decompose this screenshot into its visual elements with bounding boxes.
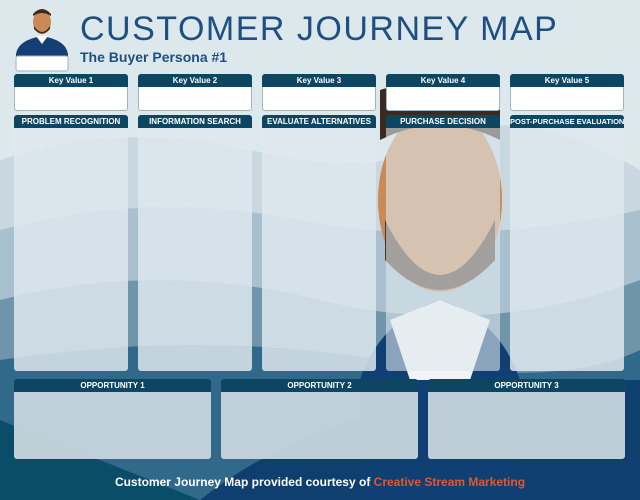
opportunity-notes[interactable] [14, 392, 211, 459]
key-value-field[interactable] [262, 87, 376, 111]
key-value-card-3: Key Value 3 [262, 74, 376, 111]
key-value-label: Key Value 3 [262, 74, 376, 87]
stage-column-5: POST-PURCHASE EVALUATION [510, 115, 624, 371]
persona-subtitle: The Buyer Persona #1 [80, 49, 228, 65]
stage-column-2: INFORMATION SEARCH [138, 115, 252, 371]
key-value-label: Key Value 5 [510, 74, 624, 87]
key-value-label: Key Value 1 [14, 74, 128, 87]
stage-label: PURCHASE DECISION [386, 115, 500, 128]
opportunity-label: OPPORTUNITY 1 [14, 379, 211, 392]
key-value-card-5: Key Value 5 [510, 74, 624, 111]
stage-notes[interactable] [14, 128, 128, 371]
opportunity-label: OPPORTUNITY 3 [428, 379, 625, 392]
brand-link[interactable]: Creative Stream Marketing [373, 475, 526, 489]
stage-notes[interactable] [386, 128, 500, 371]
key-value-label: Key Value 4 [386, 74, 500, 87]
footer-text: Customer Journey Map provided courtesy o… [114, 475, 374, 489]
opportunity-card-3: OPPORTUNITY 3 [428, 379, 625, 459]
stage-notes[interactable] [138, 128, 252, 371]
stage-label: INFORMATION SEARCH [138, 115, 252, 128]
key-value-field[interactable] [138, 87, 252, 111]
page-title: CUSTOMER JOURNEY MAP [80, 10, 559, 48]
stage-column-1: PROBLEM RECOGNITION [14, 115, 128, 371]
stage-column-4: PURCHASE DECISION [386, 115, 500, 371]
stage-label: EVALUATE ALTERNATIVES [262, 115, 376, 128]
key-value-field[interactable] [14, 87, 128, 111]
stage-notes[interactable] [262, 128, 376, 371]
opportunity-notes[interactable] [428, 392, 625, 459]
key-value-card-2: Key Value 2 [138, 74, 252, 111]
key-value-label: Key Value 2 [138, 74, 252, 87]
opportunity-card-2: OPPORTUNITY 2 [221, 379, 418, 459]
stage-column-3: EVALUATE ALTERNATIVES [262, 115, 376, 371]
opportunity-card-1: OPPORTUNITY 1 [14, 379, 211, 459]
persona-avatar [15, 9, 69, 72]
key-value-field[interactable] [386, 87, 500, 111]
opportunity-label: OPPORTUNITY 2 [221, 379, 418, 392]
footer-credit: Customer Journey Map provided courtesy o… [0, 475, 640, 489]
key-value-field[interactable] [510, 87, 624, 111]
stage-label: POST-PURCHASE EVALUATION [510, 115, 624, 128]
key-value-card-4: Key Value 4 [386, 74, 500, 111]
opportunity-notes[interactable] [221, 392, 418, 459]
stage-notes[interactable] [510, 128, 624, 371]
key-value-card-1: Key Value 1 [14, 74, 128, 111]
stage-label: PROBLEM RECOGNITION [14, 115, 128, 128]
